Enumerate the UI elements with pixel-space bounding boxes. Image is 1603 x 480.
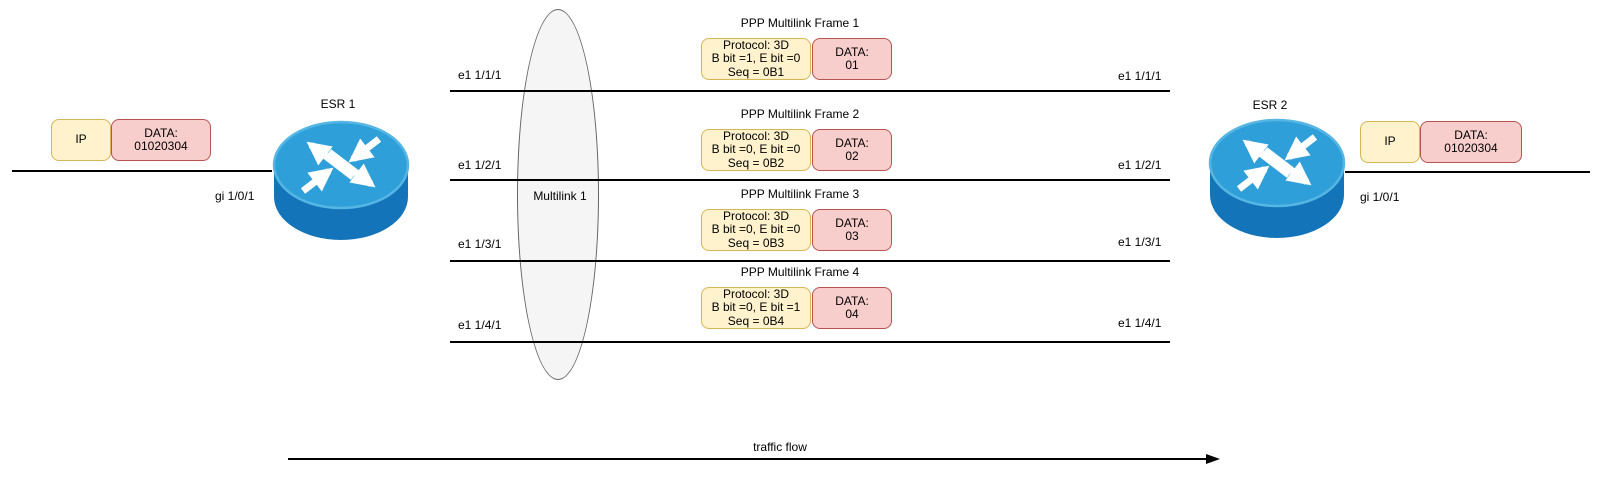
frame4-seq: Seq = 0B4 bbox=[727, 313, 785, 328]
right-data-line1: DATA: bbox=[1454, 127, 1488, 142]
link4-right-label: e1 1/4/1 bbox=[1118, 316, 1162, 330]
multilink-bundle-ellipse bbox=[517, 9, 599, 380]
left-data-line2: 01020304 bbox=[134, 139, 188, 153]
left-ip-label: IP bbox=[75, 132, 87, 147]
esr2-label: ESR 2 bbox=[1252, 98, 1288, 112]
frame4-protocol: Protocol: 3D bbox=[722, 286, 790, 301]
left-access-line bbox=[12, 170, 272, 172]
link3-left-label: e1 1/3/1 bbox=[458, 237, 502, 251]
right-interface-label: gi 1/0/1 bbox=[1360, 190, 1400, 204]
frame1-seq: Seq = 0B1 bbox=[727, 64, 785, 79]
esr2-router-icon bbox=[1207, 117, 1347, 244]
link-line-4 bbox=[450, 341, 1170, 343]
frame1-title: PPP Multilink Frame 1 bbox=[740, 16, 860, 30]
frame2-protocol: Protocol: 3D bbox=[722, 128, 790, 143]
multilink-label: Multilink 1 bbox=[533, 189, 587, 203]
left-interface-label: gi 1/0/1 bbox=[215, 189, 255, 203]
right-ip-header-box: IP bbox=[1360, 121, 1420, 163]
frame3-data-box: DATA: 03 bbox=[812, 209, 892, 251]
traffic-flow-arrow bbox=[288, 458, 1206, 460]
frame2-header-box: Protocol: 3D B bit =0, E bit =0 Seq = 0B… bbox=[701, 129, 811, 171]
frame1-bits: B bit =1, E bit =0 bbox=[711, 51, 801, 66]
left-data-box: DATA: 01020304 bbox=[111, 119, 211, 161]
frame4-header-box: Protocol: 3D B bit =0, E bit =1 Seq = 0B… bbox=[701, 287, 811, 329]
frame2-data-box: DATA: 02 bbox=[812, 129, 892, 171]
frame2-data-line2: 02 bbox=[845, 149, 859, 163]
link1-left-label: e1 1/1/1 bbox=[458, 68, 502, 82]
link-line-2 bbox=[450, 179, 1170, 181]
frame1-protocol: Protocol: 3D bbox=[722, 37, 790, 52]
frame4-data-line1: DATA: bbox=[835, 293, 869, 308]
link3-right-label: e1 1/3/1 bbox=[1118, 235, 1162, 249]
link-line-1 bbox=[450, 90, 1170, 92]
frame2-data-line1: DATA: bbox=[835, 135, 869, 150]
frame3-title: PPP Multilink Frame 3 bbox=[740, 187, 860, 201]
frame3-data-line2: 03 bbox=[845, 229, 859, 243]
link4-left-label: e1 1/4/1 bbox=[458, 318, 502, 332]
left-data-line1: DATA: bbox=[144, 125, 178, 140]
frame1-header-box: Protocol: 3D B bit =1, E bit =0 Seq = 0B… bbox=[701, 38, 811, 80]
right-data-box: DATA: 01020304 bbox=[1420, 121, 1522, 163]
frame4-data-box: DATA: 04 bbox=[812, 287, 892, 329]
traffic-flow-arrowhead-icon bbox=[1206, 454, 1220, 464]
link2-left-label: e1 1/2/1 bbox=[458, 158, 502, 172]
frame4-bits: B bit =0, E bit =1 bbox=[711, 300, 801, 315]
frame1-data-line2: 01 bbox=[845, 58, 859, 72]
frame2-title: PPP Multilink Frame 2 bbox=[740, 107, 860, 121]
frame1-data-line1: DATA: bbox=[835, 44, 869, 59]
traffic-flow-label: traffic flow bbox=[753, 440, 807, 454]
esr1-label: ESR 1 bbox=[320, 97, 356, 111]
frame3-bits: B bit =0, E bit =0 bbox=[711, 222, 801, 237]
frame4-data-line2: 04 bbox=[845, 307, 859, 321]
frame2-bits: B bit =0, E bit =0 bbox=[711, 142, 801, 157]
link1-right-label: e1 1/1/1 bbox=[1118, 69, 1162, 83]
frame3-protocol: Protocol: 3D bbox=[722, 208, 790, 223]
right-ip-label: IP bbox=[1384, 134, 1396, 149]
link-line-3 bbox=[450, 260, 1170, 262]
frame3-header-box: Protocol: 3D B bit =0, E bit =0 Seq = 0B… bbox=[701, 209, 811, 251]
esr1-router-icon bbox=[271, 119, 411, 246]
frame1-data-box: DATA: 01 bbox=[812, 38, 892, 80]
link2-right-label: e1 1/2/1 bbox=[1118, 158, 1162, 172]
right-data-line2: 01020304 bbox=[1444, 141, 1498, 155]
frame4-title: PPP Multilink Frame 4 bbox=[740, 265, 860, 279]
right-access-line bbox=[1345, 171, 1590, 173]
frame3-data-line1: DATA: bbox=[835, 215, 869, 230]
left-ip-header-box: IP bbox=[51, 119, 111, 161]
frame3-seq: Seq = 0B3 bbox=[727, 235, 785, 250]
frame2-seq: Seq = 0B2 bbox=[727, 155, 785, 170]
